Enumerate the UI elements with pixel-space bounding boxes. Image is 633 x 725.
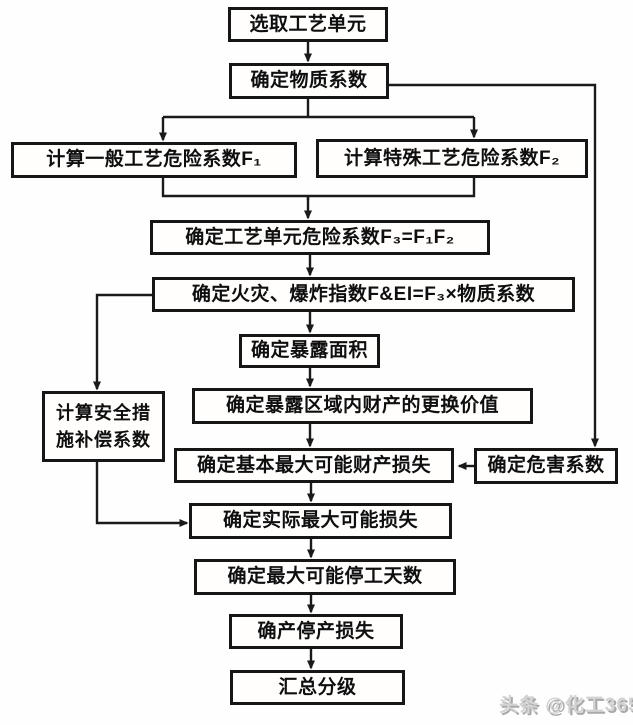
node-material-factor: 确定物质系数 xyxy=(229,63,389,99)
watermark-text: 头条 @化工365 xyxy=(499,695,633,716)
node-unit-hazard-f3: 确定工艺单元危险系数F₃=F₁F₂ xyxy=(150,220,490,255)
node-fire-explosion-index: 确定火灾、爆炸指数F&EI=F₃×物质系数 xyxy=(152,277,575,312)
node-replacement-value: 确定暴露区域内财产的更换价值 xyxy=(192,388,533,424)
merge-line xyxy=(161,178,476,200)
node-actual-mppd: 确定实际最大可能损失 xyxy=(189,503,452,539)
left-rail xyxy=(93,293,152,391)
right-rail xyxy=(389,83,597,425)
node-base-mppd: 确定基本最大可能财产损失 xyxy=(174,448,454,483)
node-select-unit: 选取工艺单元 xyxy=(228,7,388,42)
split-line xyxy=(163,99,474,119)
node-damage-factor: 确定危害系数 xyxy=(474,448,618,484)
node-production-loss: 确产停产损失 xyxy=(229,614,403,649)
node-compensation-factor: 计算安全措施补偿系数 xyxy=(42,391,165,462)
compensation-to-actual xyxy=(95,462,189,527)
node-exposure-area: 确定暴露面积 xyxy=(239,334,380,368)
node-general-hazard-f1: 计算一般工艺危险系数F₁ xyxy=(11,142,297,178)
node-days-outage: 确定最大可能停工天数 xyxy=(194,559,456,595)
node-special-hazard-f2: 计算特殊工艺危险系数F₂ xyxy=(316,139,588,178)
node-summary-classification: 汇总分级 xyxy=(230,670,405,705)
